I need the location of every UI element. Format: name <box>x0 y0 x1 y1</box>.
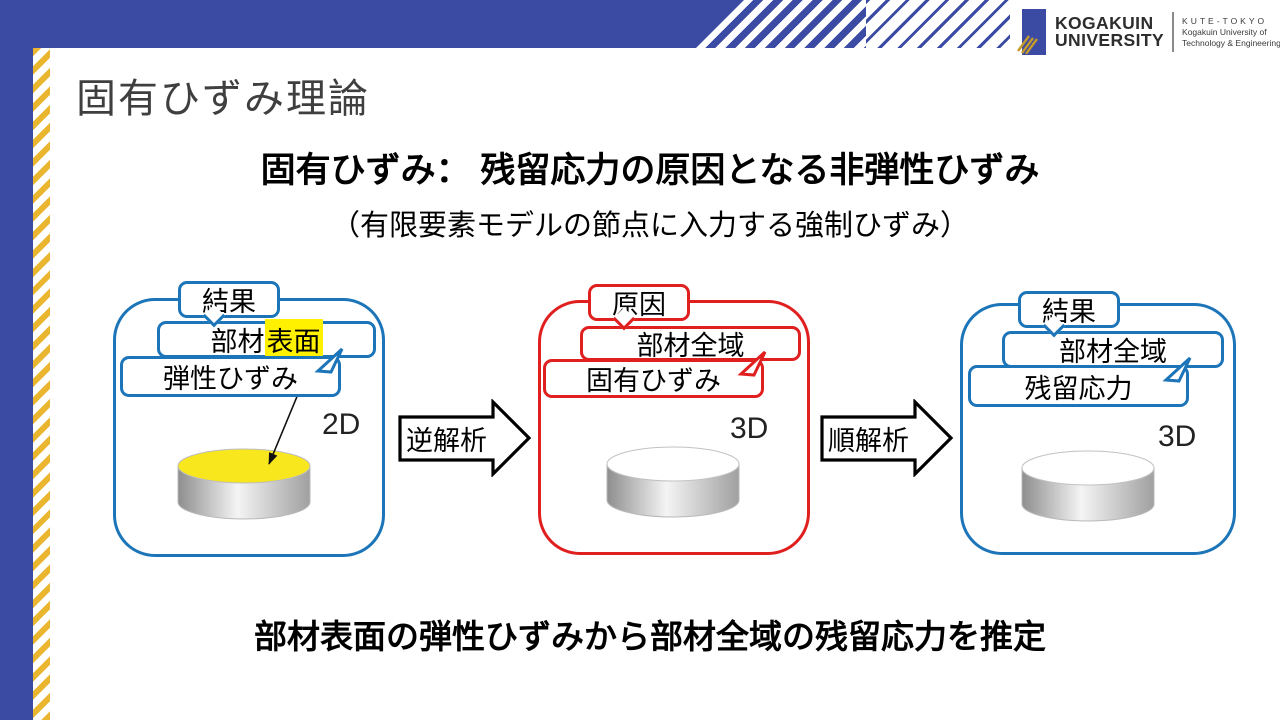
member-whole-right-text: 部材全域 <box>1059 337 1167 367</box>
logo-subtext-line3: Technology & Engineering <box>1182 37 1280 48</box>
arrow-forward-analysis: 順解析 <box>820 399 954 477</box>
arrow-inverse-analysis: 逆解析 <box>398 399 532 477</box>
subtitle-main: 固有ひずみ： 残留応力の原因となる非弾性ひずみ <box>260 151 1040 190</box>
group-outline-middle <box>538 300 810 555</box>
surface-highlight-text: 表面 <box>264 319 323 360</box>
logo-subtext-line1: KUTE-TOKYO <box>1182 15 1268 26</box>
subtitle-block: 固有ひずみ： 残留応力の原因となる非弾性ひずみ （有限要素モデルの節点に入力する… <box>30 142 1270 244</box>
logo-divider <box>1172 12 1175 52</box>
logo-subtext: KUTE-TOKYO Kogakuin University of Techno… <box>1182 16 1280 49</box>
tab-result-right: 結果 <box>1018 291 1120 328</box>
tab-cause: 原因 <box>588 284 690 321</box>
arrow-inverse-label: 逆解析 <box>406 426 487 456</box>
cylinder-white-right <box>1021 450 1155 522</box>
dimension-label-3d-right: 3D <box>1158 420 1197 453</box>
callout-spike-icon <box>314 347 344 374</box>
elastic-strain-text: 弾性ひずみ <box>163 364 298 394</box>
logo-wordmark-line2: UNIVERSITY <box>1055 30 1165 50</box>
label-residual-stress: 残留応力 <box>968 356 1192 407</box>
subtitle-sub: （有限要素モデルの節点に入力する強制ひずみ） <box>330 210 969 242</box>
label-inherent-strain: 固有ひずみ <box>543 350 767 398</box>
arrow-forward-label: 順解析 <box>828 426 909 456</box>
block-arrow-icon <box>820 399 954 477</box>
left-accent-band <box>0 0 33 720</box>
dimension-label-2d: 2D <box>322 408 361 441</box>
surface-pointer-arrow <box>268 357 314 465</box>
label-elastic-strain: 弾性ひずみ <box>120 347 344 397</box>
label-member-whole-middle: 部材全域 <box>580 326 801 361</box>
tab-result-left-label: 結果 <box>202 287 256 317</box>
left-stripe-border <box>33 48 50 720</box>
group-outline-right <box>960 303 1236 555</box>
label-member-surface: 部材表面 <box>157 319 376 360</box>
top-banner <box>0 0 744 48</box>
group-outline-left <box>113 298 385 557</box>
dimension-label-3d-middle: 3D <box>730 412 769 445</box>
inherent-strain-text: 固有ひずみ <box>586 366 721 396</box>
member-whole-middle-text: 部材全域 <box>636 331 745 361</box>
tab-cause-label: 原因 <box>612 290 666 320</box>
tab-result-left: 結果 <box>178 281 280 318</box>
block-arrow-icon <box>398 399 532 477</box>
logo-wordmark-line1: KOGAKUIN <box>1055 12 1154 33</box>
residual-stress-text: 残留応力 <box>1024 373 1133 404</box>
university-logo: KOGAKUIN UNIVERSITY KUTE-TOKYO Kogakuin … <box>1017 6 1280 58</box>
logo-wordmark: KOGAKUIN UNIVERSITY <box>1055 12 1165 50</box>
logo-subtext-line2: Kogakuin University of <box>1182 27 1267 38</box>
bottom-summary: 部材表面の弾性ひずみから部材全域の残留応力を推定 <box>254 618 1046 655</box>
label-member-whole-right: 部材全域 <box>1002 331 1224 368</box>
logo-mark <box>1017 9 1046 55</box>
page-title: 固有ひずみ理論 <box>76 77 370 121</box>
cylinder-white-middle <box>606 446 740 518</box>
callout-spike-icon <box>737 350 767 377</box>
member-prefix-text: 部材 <box>210 327 265 357</box>
callout-spike-icon <box>1162 356 1192 383</box>
banner-stripe-pattern-fine <box>866 0 1010 48</box>
cylinder-yellow <box>177 448 311 520</box>
logo-hatch-icon <box>1017 35 1038 54</box>
tab-result-right-label: 結果 <box>1042 297 1096 327</box>
